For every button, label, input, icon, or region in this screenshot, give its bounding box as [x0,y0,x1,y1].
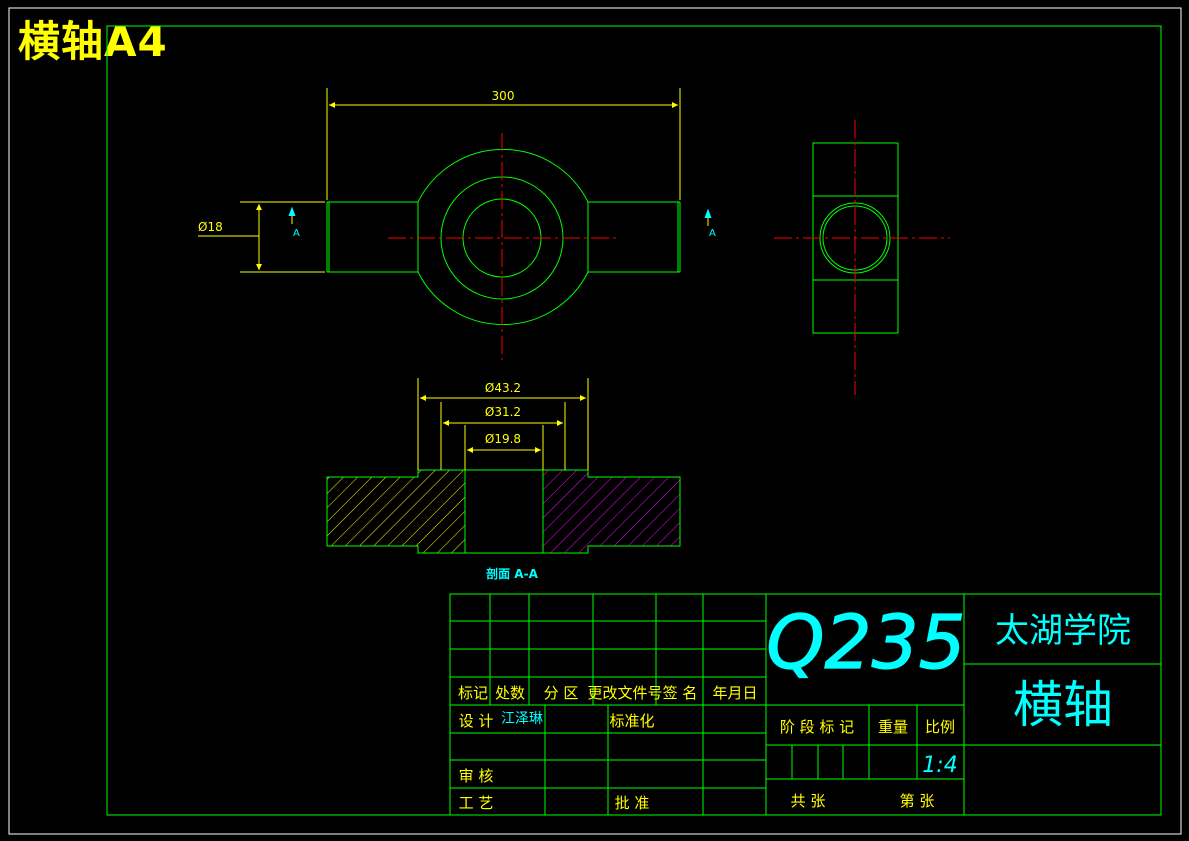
header-count: 处数 [495,684,525,702]
designer-name: 江泽琳 [501,711,543,727]
title-block [449,593,1162,816]
section-dimensions [417,378,589,470]
total-sheets-label: 共 张 [791,792,826,810]
scale-label: 比例 [925,718,955,736]
dim-overall-length: 300 [492,89,515,103]
school-name: 太湖学院 [995,611,1131,651]
header-zone: 分 区 [544,684,579,702]
standardization-label: 标准化 [609,712,654,730]
sheet-number-label: 第 张 [900,792,935,810]
design-label: 设 计 [459,712,494,730]
header-date: 年月日 [712,684,757,702]
weight-label: 重量 [878,718,908,736]
header-mark: 标记 [458,684,488,702]
part-name: 横轴 [1013,676,1113,734]
material-text: Q235 [766,600,966,686]
front-view [326,148,681,326]
section-mark-left: A [293,228,300,239]
side-centerlines [774,120,950,395]
header-signature: 签 名 [663,684,698,702]
section-view [326,469,681,554]
outer-frame [8,7,1182,835]
header-change-doc: 更改文件号 [587,684,662,702]
dim-inner-diameter: Ø19.8 [485,432,521,446]
dim-outer-diameter: Ø43.2 [485,381,521,395]
stage-label: 阶 段 标 记 [780,718,854,736]
review-label: 审 核 [459,767,494,785]
approve-label: 批 准 [615,794,650,812]
dim-middle-diameter: Ø31.2 [485,405,521,419]
section-caption: 剖面 A-A [486,566,538,581]
section-mark-right: A [709,228,716,239]
front-dimensions [198,88,712,273]
title-block-headers: 标记 处数 分 区 更改文件号 签 名 年月日 [458,684,758,702]
process-label: 工 艺 [459,794,494,812]
scale-value: 1:4 [922,753,957,778]
sheet-title: 横轴A4 [18,17,168,66]
dim-shaft-diameter: Ø18 [198,220,223,234]
front-centerlines [388,133,616,360]
